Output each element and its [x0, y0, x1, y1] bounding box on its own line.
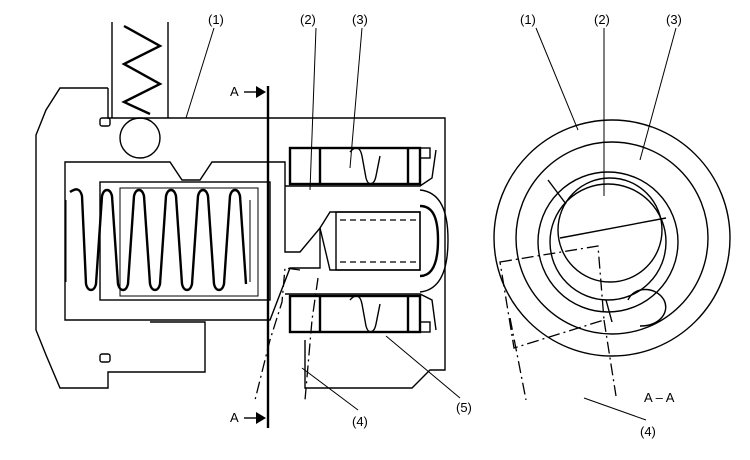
section-arrow-top	[256, 86, 266, 98]
leader-right-1	[535, 27, 579, 131]
leader-right-4	[583, 397, 647, 421]
check-ball	[119, 117, 161, 159]
leader-left-5	[385, 335, 461, 399]
lower-valve-sleeve	[288, 294, 431, 334]
housing-outline	[35, 87, 206, 389]
label-section-view: A – A	[644, 390, 675, 405]
label-left-4: (4)	[352, 414, 368, 429]
leader-left-1	[185, 27, 215, 119]
leader-right-3	[639, 27, 677, 161]
label-section-bottom: A	[230, 410, 239, 425]
leader-left-2	[309, 27, 317, 191]
middle-ring	[515, 141, 709, 335]
label-right-4: (4)	[640, 424, 656, 439]
upper-valve-sleeve	[288, 146, 431, 186]
label-left-5: (5)	[456, 400, 472, 415]
bottom-pin	[99, 353, 111, 363]
plunger-body	[64, 161, 321, 321]
vertical-spring	[121, 24, 163, 116]
ring-cut-chord	[559, 217, 667, 239]
inner-ring-inner	[549, 183, 667, 301]
label-left-3: (3)	[352, 12, 368, 27]
right-section-view: (1) (2) (3) (4) A – A	[493, 12, 731, 439]
plunger-inner-cavity	[99, 181, 271, 301]
label-right-2: (2)	[594, 12, 610, 27]
bore-outline	[285, 149, 437, 331]
dashed-component	[254, 267, 301, 401]
bore-circle	[557, 177, 663, 283]
section-arrow-bottom	[256, 412, 266, 424]
label-section-top: A	[230, 84, 239, 99]
label-right-3: (3)	[666, 12, 682, 27]
ring-cut-bottom	[605, 299, 613, 323]
ring-cut-left	[547, 179, 567, 205]
label-left-2: (2)	[300, 12, 316, 27]
dashed-component-2	[304, 277, 319, 401]
label-right-1: (1)	[520, 12, 536, 27]
key-segment	[627, 288, 667, 327]
inner-ring-outer	[537, 171, 679, 313]
outer-ring	[493, 119, 731, 357]
horizontal-coil-spring	[65, 188, 251, 292]
dashed-key-leg-left	[509, 317, 527, 401]
leader-left-4	[301, 367, 359, 411]
dashed-key-leg-right	[603, 319, 617, 397]
dashed-key	[499, 245, 605, 349]
leader-left-3	[349, 27, 363, 169]
left-sectional-view: (1) (2) (3) (4) (5) A A	[35, 12, 472, 429]
housing-inner-step	[107, 88, 446, 389]
label-left-1: (1)	[208, 12, 224, 27]
top-pin	[99, 117, 111, 127]
threaded-bolt	[319, 189, 449, 293]
